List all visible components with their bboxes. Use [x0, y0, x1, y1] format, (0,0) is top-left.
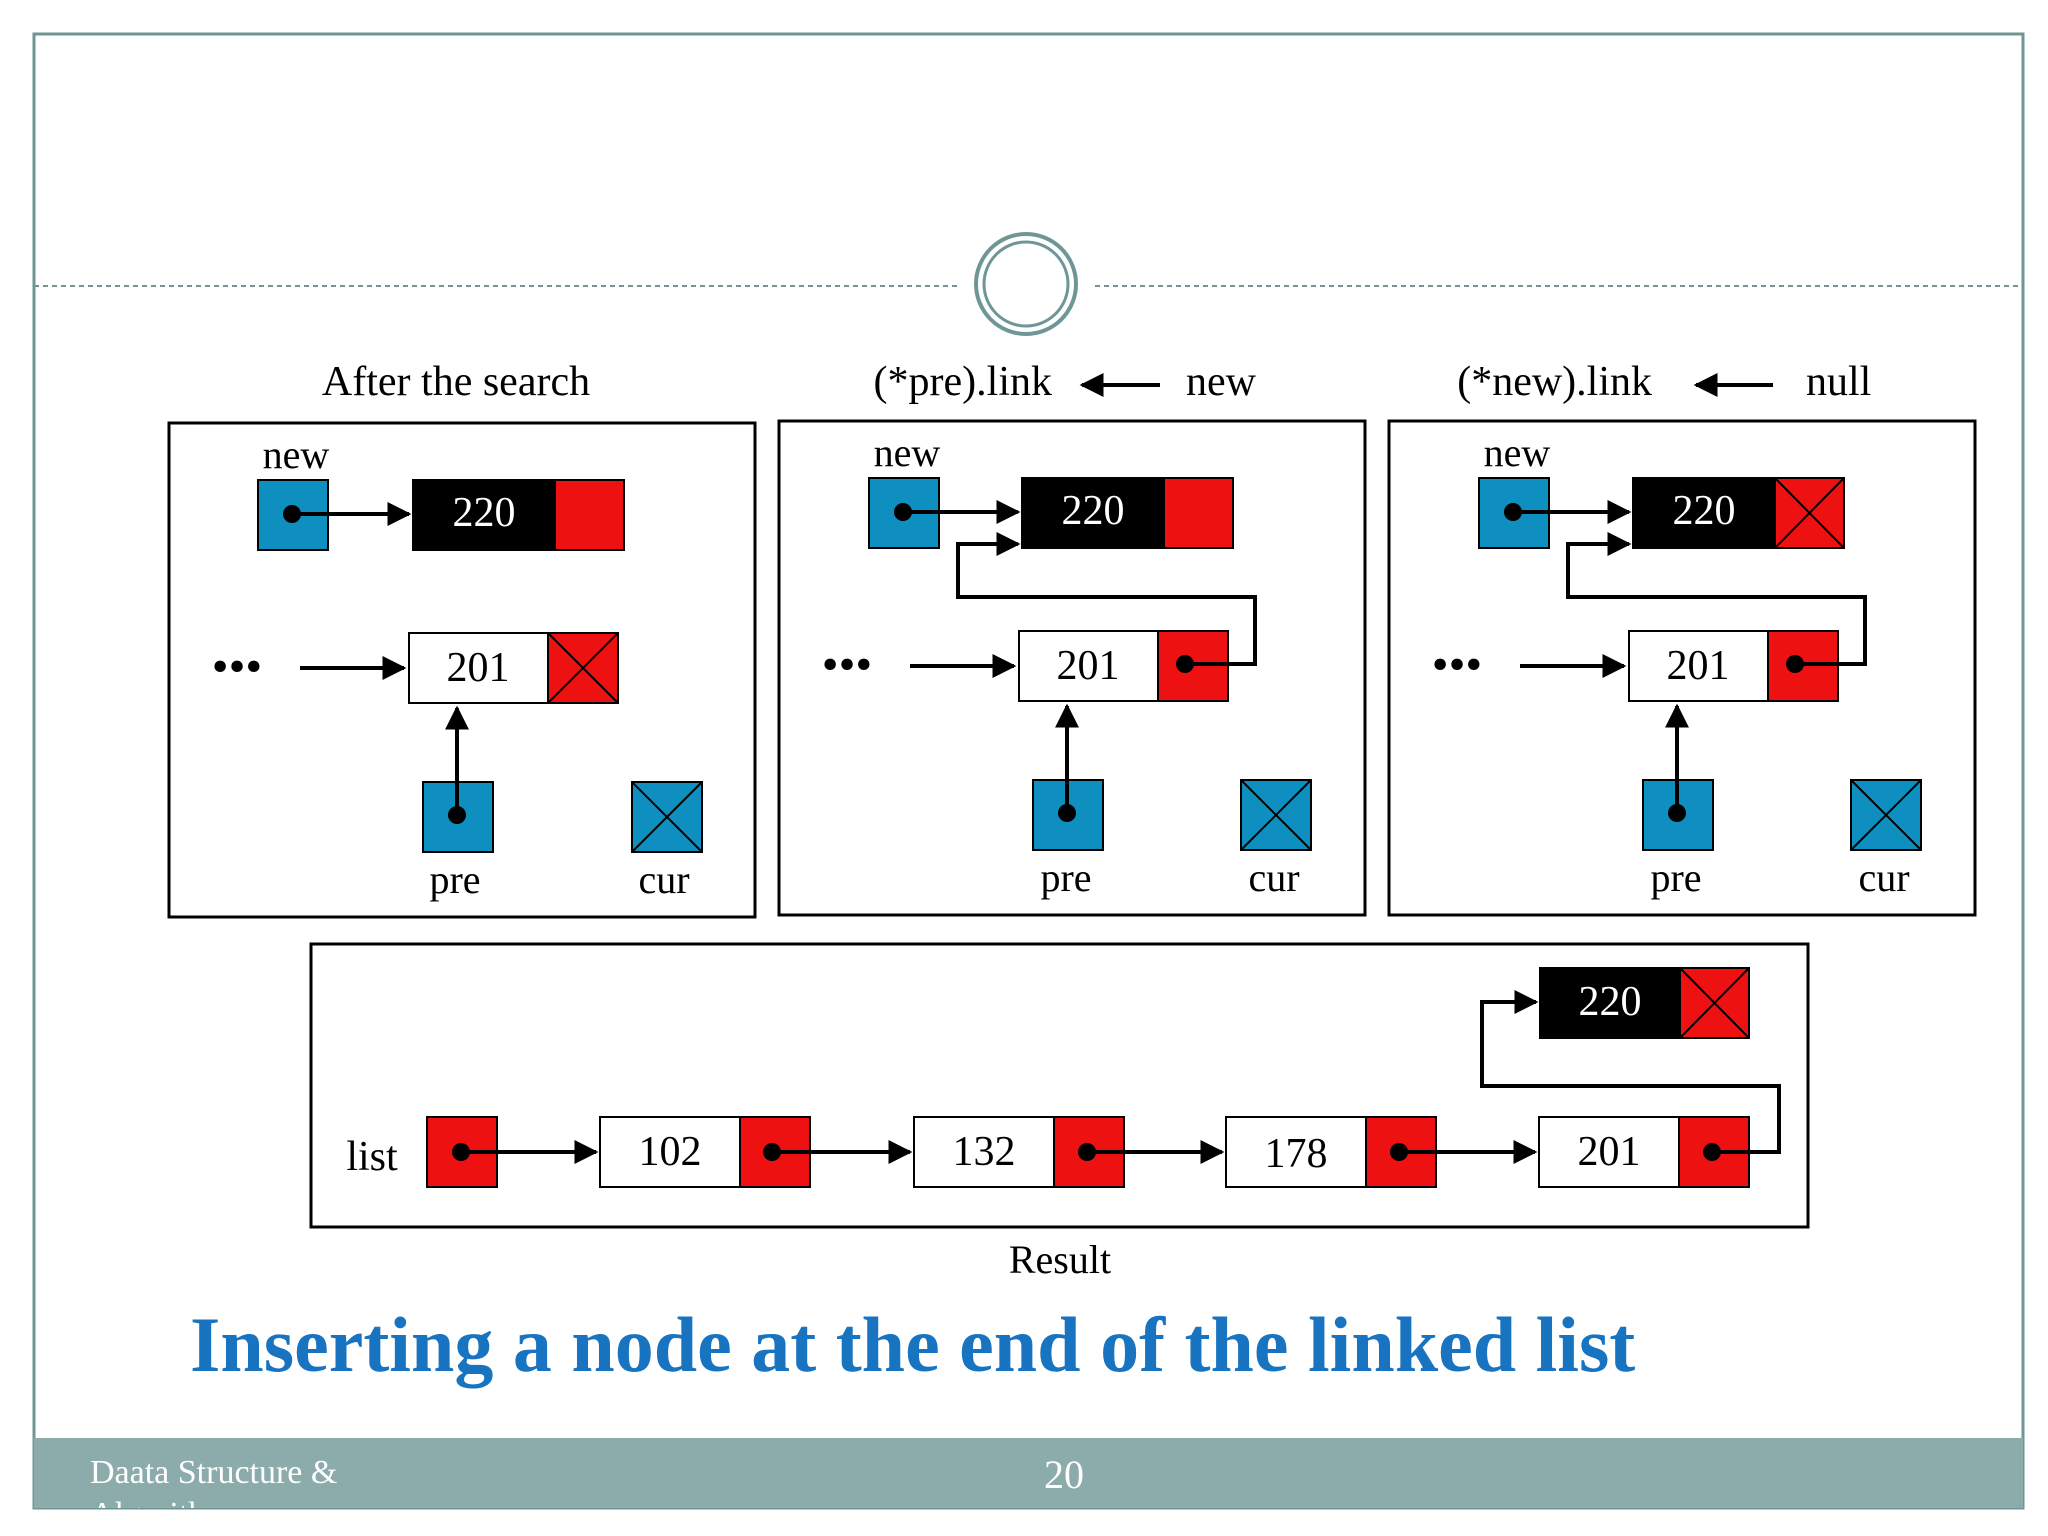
pre-label: pre	[429, 857, 480, 902]
new-label: new	[874, 430, 941, 475]
null-cross-b	[1850, 779, 1922, 851]
new-node-value: 220	[1062, 488, 1125, 534]
node-2-value: 132	[953, 1129, 1016, 1175]
pre-label: pre	[1650, 855, 1701, 900]
new-node-value: 220	[1673, 488, 1736, 534]
slide-frame	[32, 32, 2025, 1510]
node-1-value: 102	[639, 1129, 702, 1175]
panel-title-right: null	[1806, 359, 1871, 405]
cur-label: cur	[638, 857, 689, 902]
cur-label: cur	[1248, 855, 1299, 900]
node-4-data	[1538, 1116, 1680, 1188]
new-node-value: 220	[1579, 979, 1642, 1025]
new-node-link-field	[1163, 477, 1234, 549]
panel-new-link-null: (*new).link null new 220 ••• 201 pre	[1387, 359, 1977, 917]
ellipsis: •••	[1432, 638, 1482, 691]
slide-heading: Inserting a node at the end of the linke…	[190, 1301, 1636, 1388]
panel-after-search: After the search new 220 ••• 201 pre cu	[167, 359, 757, 919]
link-to-new-node-arrow	[1480, 990, 1781, 1154]
new-node-link-field	[554, 479, 625, 551]
new-node-data	[412, 479, 556, 551]
node-1-data	[599, 1116, 741, 1188]
ellipsis: •••	[212, 640, 262, 693]
divider-ring-outer	[974, 232, 1078, 336]
null-cross-b	[631, 781, 703, 853]
null-cross-b	[1679, 967, 1750, 1039]
panel-title: After the search	[322, 359, 590, 405]
ellipsis: •••	[822, 638, 872, 691]
null-cross-b	[547, 632, 619, 704]
node-2-data	[913, 1116, 1055, 1188]
link-to-new-node-arrow	[956, 532, 1257, 666]
panel-title-left: (*pre).link	[874, 359, 1052, 405]
panel-title-left: (*new).link	[1457, 359, 1652, 405]
current-node-value: 201	[1667, 643, 1730, 689]
null-cross-b	[1774, 477, 1845, 549]
footer-bar: Daata Structure & Algorithm 20	[34, 1438, 2023, 1508]
new-node-value: 220	[453, 490, 516, 536]
divider-ring-inner	[982, 240, 1070, 328]
result-frame	[309, 942, 1810, 1229]
list-label: list	[346, 1134, 398, 1180]
link-to-new-node-arrow	[1566, 532, 1867, 666]
result-caption: Result	[1009, 1237, 1111, 1282]
cur-label: cur	[1858, 855, 1909, 900]
footer-course-title: Daata Structure & Algorithm	[90, 1454, 338, 1508]
current-node-data	[1018, 630, 1159, 702]
node-4-value: 201	[1578, 1129, 1641, 1175]
null-cross-b	[1240, 779, 1312, 851]
new-label: new	[1484, 430, 1551, 475]
pre-label: pre	[1040, 855, 1091, 900]
panel-frame	[1387, 419, 1977, 917]
footer-page-number: 20	[1044, 1452, 1084, 1497]
panel-pre-link-assign: (*pre).link new new 220 ••• 201 pre	[777, 359, 1367, 917]
new-label: new	[263, 432, 330, 477]
new-node-data	[1021, 477, 1165, 549]
panel-frame	[777, 419, 1367, 917]
node-3-value: 178	[1265, 1131, 1328, 1177]
current-node-value: 201	[447, 645, 510, 691]
panel-frame	[167, 421, 757, 919]
current-node-value: 201	[1057, 643, 1120, 689]
result-panel: list 102 132 178 201 220	[309, 942, 1810, 1282]
panel-title-right: new	[1186, 359, 1257, 405]
